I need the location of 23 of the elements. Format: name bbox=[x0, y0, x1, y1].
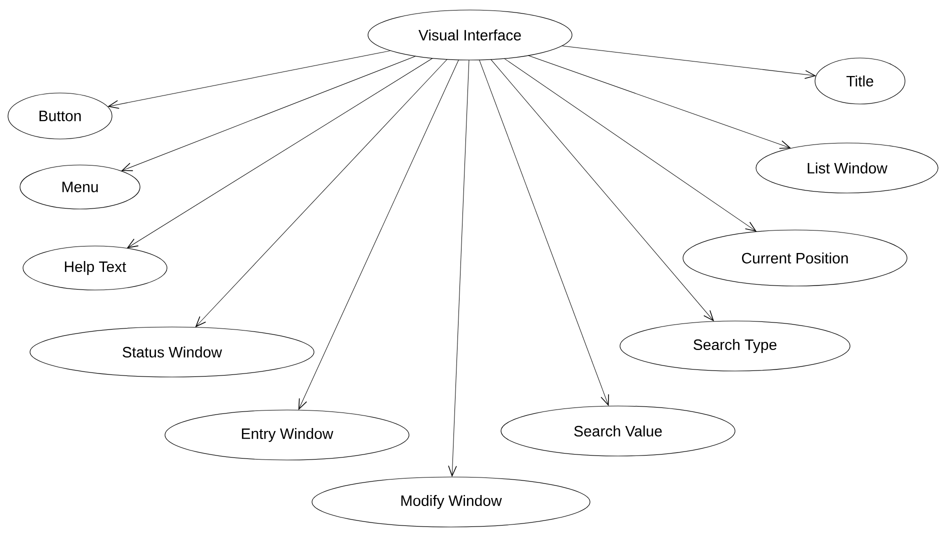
ellipse-node: Search Type bbox=[620, 320, 850, 372]
ellipse-node: Button bbox=[8, 92, 112, 140]
ellipse-node: Entry Window bbox=[164, 410, 410, 460]
arrow bbox=[562, 46, 816, 79]
ellipse-node: Modify Window bbox=[312, 476, 590, 528]
arrow bbox=[121, 56, 416, 172]
arrow bbox=[107, 50, 391, 109]
ellipse-node: List Window bbox=[756, 142, 938, 194]
arrow bbox=[490, 59, 714, 322]
ellipse-node: Search Value bbox=[500, 406, 736, 456]
ellipse-node: Help Text bbox=[22, 246, 168, 290]
arrow bbox=[448, 60, 470, 478]
arrow bbox=[126, 58, 433, 248]
ellipse-node: Menu bbox=[20, 164, 140, 210]
arrow bbox=[528, 55, 792, 149]
ellipse-node: Status Window bbox=[30, 326, 314, 378]
arrow bbox=[504, 58, 757, 232]
ellipse-node: Visual Interface bbox=[368, 10, 572, 60]
arrow bbox=[479, 60, 609, 406]
ellipse-node: Current Position bbox=[682, 230, 908, 286]
arrow bbox=[298, 60, 459, 410]
ellipse-node: Title bbox=[814, 58, 906, 104]
arrow bbox=[195, 59, 448, 328]
